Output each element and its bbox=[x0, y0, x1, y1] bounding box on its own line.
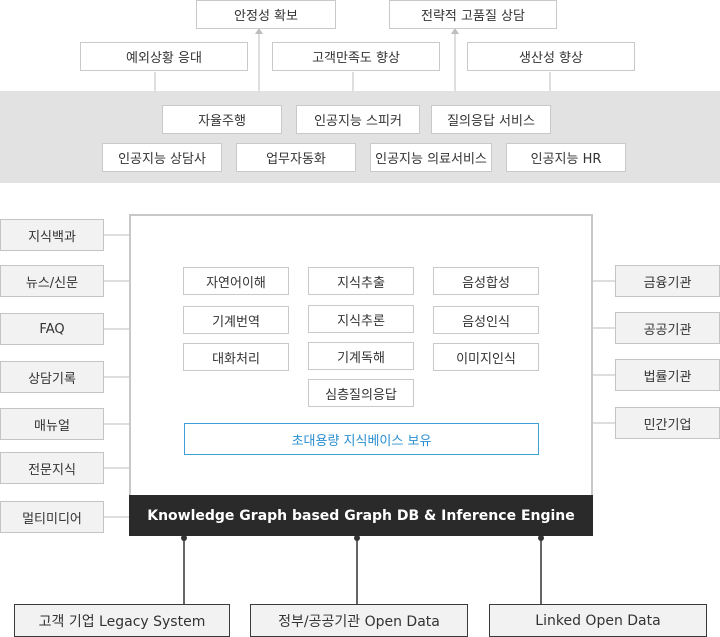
goal-exception-handling: 예외상황 응대 bbox=[80, 42, 248, 71]
service-ai-hr: 인공지능 HR bbox=[506, 143, 626, 172]
func-speech-recognition: 음성인식 bbox=[433, 306, 539, 334]
service-ai-medical: 인공지능 의료서비스 bbox=[370, 143, 492, 172]
service-autonomous-driving: 자율주행 bbox=[162, 105, 282, 134]
sector-private: 민간기업 bbox=[615, 407, 720, 439]
bottom-linked-open-data: Linked Open Data bbox=[489, 604, 707, 637]
bottom-legacy-system: 고객 기업 Legacy System bbox=[14, 604, 230, 637]
goal-strategic-consulting: 전략적 고품질 상담 bbox=[389, 0, 557, 29]
sector-finance: 금융기관 bbox=[615, 265, 720, 297]
func-nlu: 자연어이해 bbox=[183, 267, 289, 295]
knowledge-base-label: 초대용량 지식베이스 보유 bbox=[184, 423, 539, 455]
source-expertise: 전문지식 bbox=[0, 452, 104, 484]
source-consult-records: 상담기록 bbox=[0, 361, 104, 393]
func-image-recognition: 이미지인식 bbox=[433, 343, 539, 371]
source-manual: 매뉴얼 bbox=[0, 408, 104, 440]
func-knowledge-inference: 지식추론 bbox=[308, 305, 414, 333]
func-deep-qa: 심층질의응답 bbox=[308, 379, 414, 407]
func-dialog-processing: 대화처리 bbox=[183, 343, 289, 371]
inference-engine-bar: Knowledge Graph based Graph DB & Inferen… bbox=[129, 495, 593, 536]
service-automation: 업무자동화 bbox=[236, 143, 356, 172]
bottom-public-open-data: 정부/공공기관 Open Data bbox=[250, 604, 468, 637]
sector-public: 공공기관 bbox=[615, 312, 720, 344]
source-faq: FAQ bbox=[0, 313, 104, 345]
service-ai-counselor: 인공지능 상담사 bbox=[102, 143, 222, 172]
service-ai-speaker: 인공지능 스피커 bbox=[296, 105, 420, 134]
goal-productivity: 생산성 향상 bbox=[467, 42, 635, 71]
service-qa: 질의응답 서비스 bbox=[431, 105, 551, 134]
source-encyclopedia: 지식백과 bbox=[0, 219, 104, 251]
func-knowledge-extraction: 지식추출 bbox=[308, 267, 414, 295]
goal-stability: 안정성 확보 bbox=[196, 0, 336, 29]
func-machine-translation: 기계번역 bbox=[183, 306, 289, 334]
func-speech-synthesis: 음성합성 bbox=[433, 267, 539, 295]
func-machine-reading: 기계독해 bbox=[308, 342, 414, 370]
core-platform-box bbox=[129, 214, 593, 536]
source-news: 뉴스/신문 bbox=[0, 265, 104, 297]
goal-customer-satisfaction: 고객만족도 향상 bbox=[272, 42, 440, 71]
source-multimedia: 멀티미디어 bbox=[0, 501, 104, 533]
sector-legal: 법률기관 bbox=[615, 359, 720, 391]
